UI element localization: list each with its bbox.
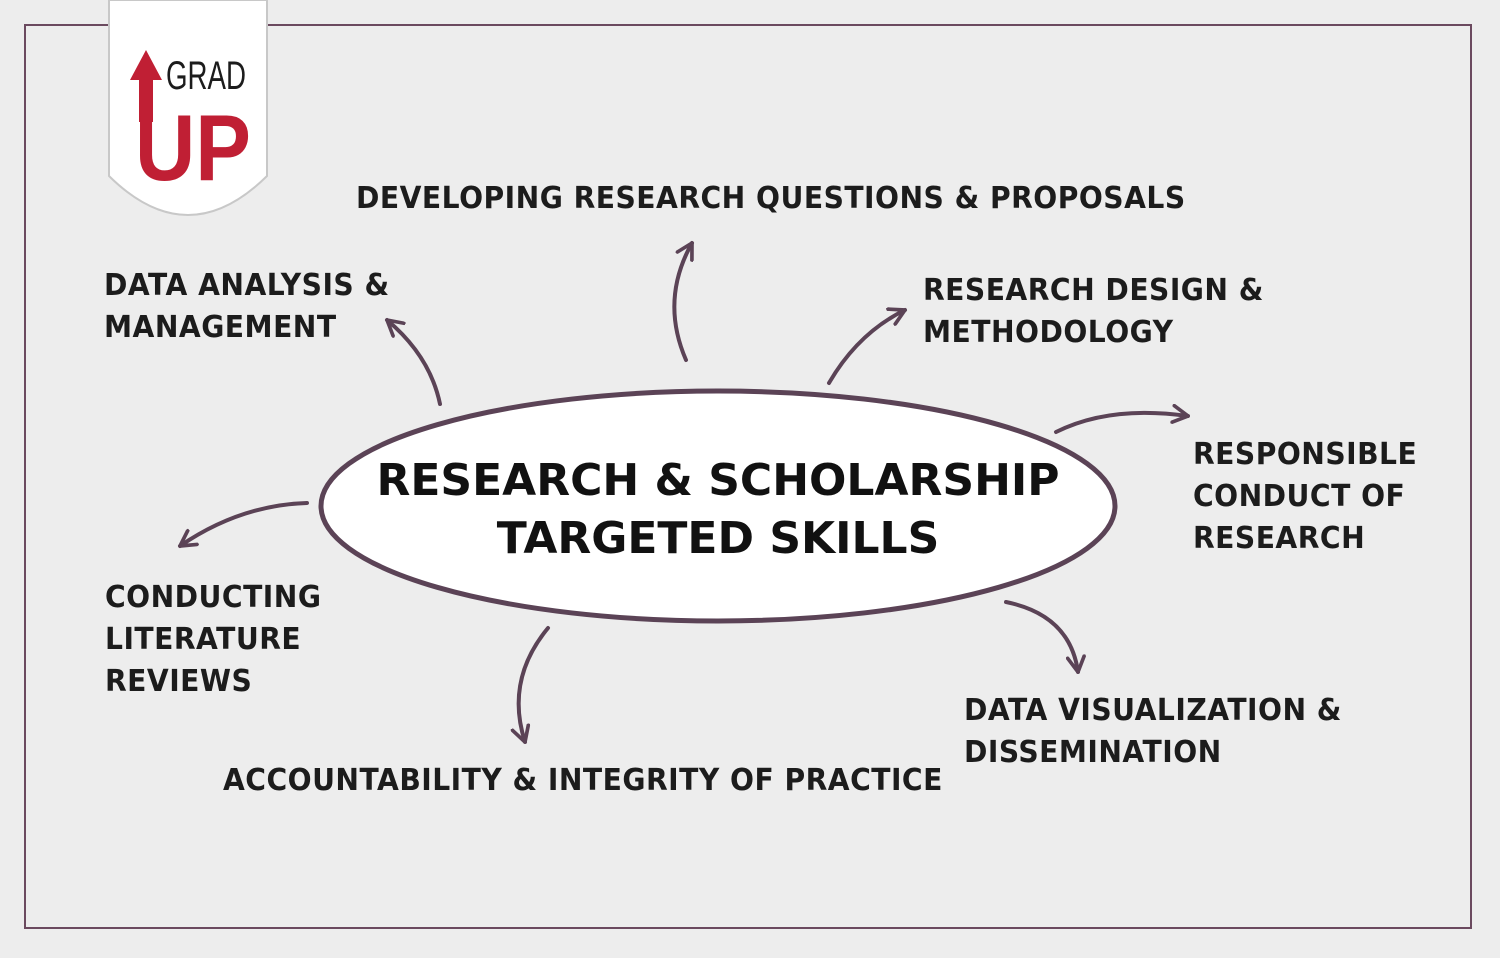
skill-literature-reviews: CONDUCTING LITERATURE REVIEWS — [105, 577, 321, 703]
center-title: RESEARCH & SCHOLARSHIP TARGETED SKILLS — [318, 452, 1118, 568]
up-arrow-icon — [130, 50, 162, 122]
skill-research-design: RESEARCH DESIGN & METHODOLOGY — [923, 270, 1264, 354]
diagram-frame — [24, 24, 1472, 929]
skill-responsible-conduct: RESPONSIBLE CONDUCT OF RESEARCH — [1193, 434, 1417, 560]
skill-responsible-line-1: RESPONSIBLE — [1193, 437, 1418, 472]
skill-design-line-2: METHODOLOGY — [923, 315, 1174, 350]
skill-visualization-line-1: DATA VISUALIZATION & — [964, 693, 1342, 728]
logo-shield — [108, 0, 268, 216]
arrow-to-developing — [672, 241, 694, 362]
skill-developing-research: DEVELOPING RESEARCH QUESTIONS & PROPOSAL… — [356, 178, 1186, 220]
skill-responsible-line-2: CONDUCT OF — [1193, 479, 1406, 514]
skill-accountability-line-1: ACCOUNTABILITY & INTEGRITY OF PRACTICE — [223, 763, 943, 798]
skill-literature-line-2: LITERATURE — [105, 622, 302, 657]
arrow-to-accountability — [519, 626, 550, 744]
skill-design-line-1: RESEARCH DESIGN & — [923, 273, 1264, 308]
skill-literature-line-1: CONDUCTING — [105, 580, 322, 615]
arrow-to-design — [827, 310, 907, 385]
skill-developing-line-1: DEVELOPING RESEARCH QUESTIONS & PROPOSAL… — [356, 181, 1186, 216]
center-title-line-2: TARGETED SKILLS — [496, 513, 940, 564]
arrow-to-visualization — [1004, 600, 1078, 674]
center-title-line-1: RESEARCH & SCHOLARSHIP — [376, 455, 1060, 506]
logo-up-text: UP — [135, 95, 251, 200]
skill-visualization-line-2: DISSEMINATION — [964, 735, 1222, 770]
skill-data-analysis: DATA ANALYSIS & MANAGEMENT — [104, 265, 390, 349]
center-ellipse — [318, 388, 1118, 624]
arrow-to-literature — [178, 501, 309, 548]
skill-responsible-line-3: RESEARCH — [1193, 521, 1366, 556]
skill-accountability: ACCOUNTABILITY & INTEGRITY OF PRACTICE — [223, 760, 943, 802]
logo-grad-text: GRAD — [166, 54, 246, 98]
skill-data-visualization: DATA VISUALIZATION & DISSEMINATION — [964, 690, 1342, 774]
arrow-to-analysis — [385, 318, 442, 406]
skill-analysis-line-1: DATA ANALYSIS & — [104, 268, 390, 303]
grad-up-logo: GRAD UP — [108, 0, 268, 216]
skill-analysis-line-2: MANAGEMENT — [104, 310, 337, 345]
skill-literature-line-3: REVIEWS — [105, 664, 253, 699]
arrow-to-responsible — [1054, 413, 1190, 434]
